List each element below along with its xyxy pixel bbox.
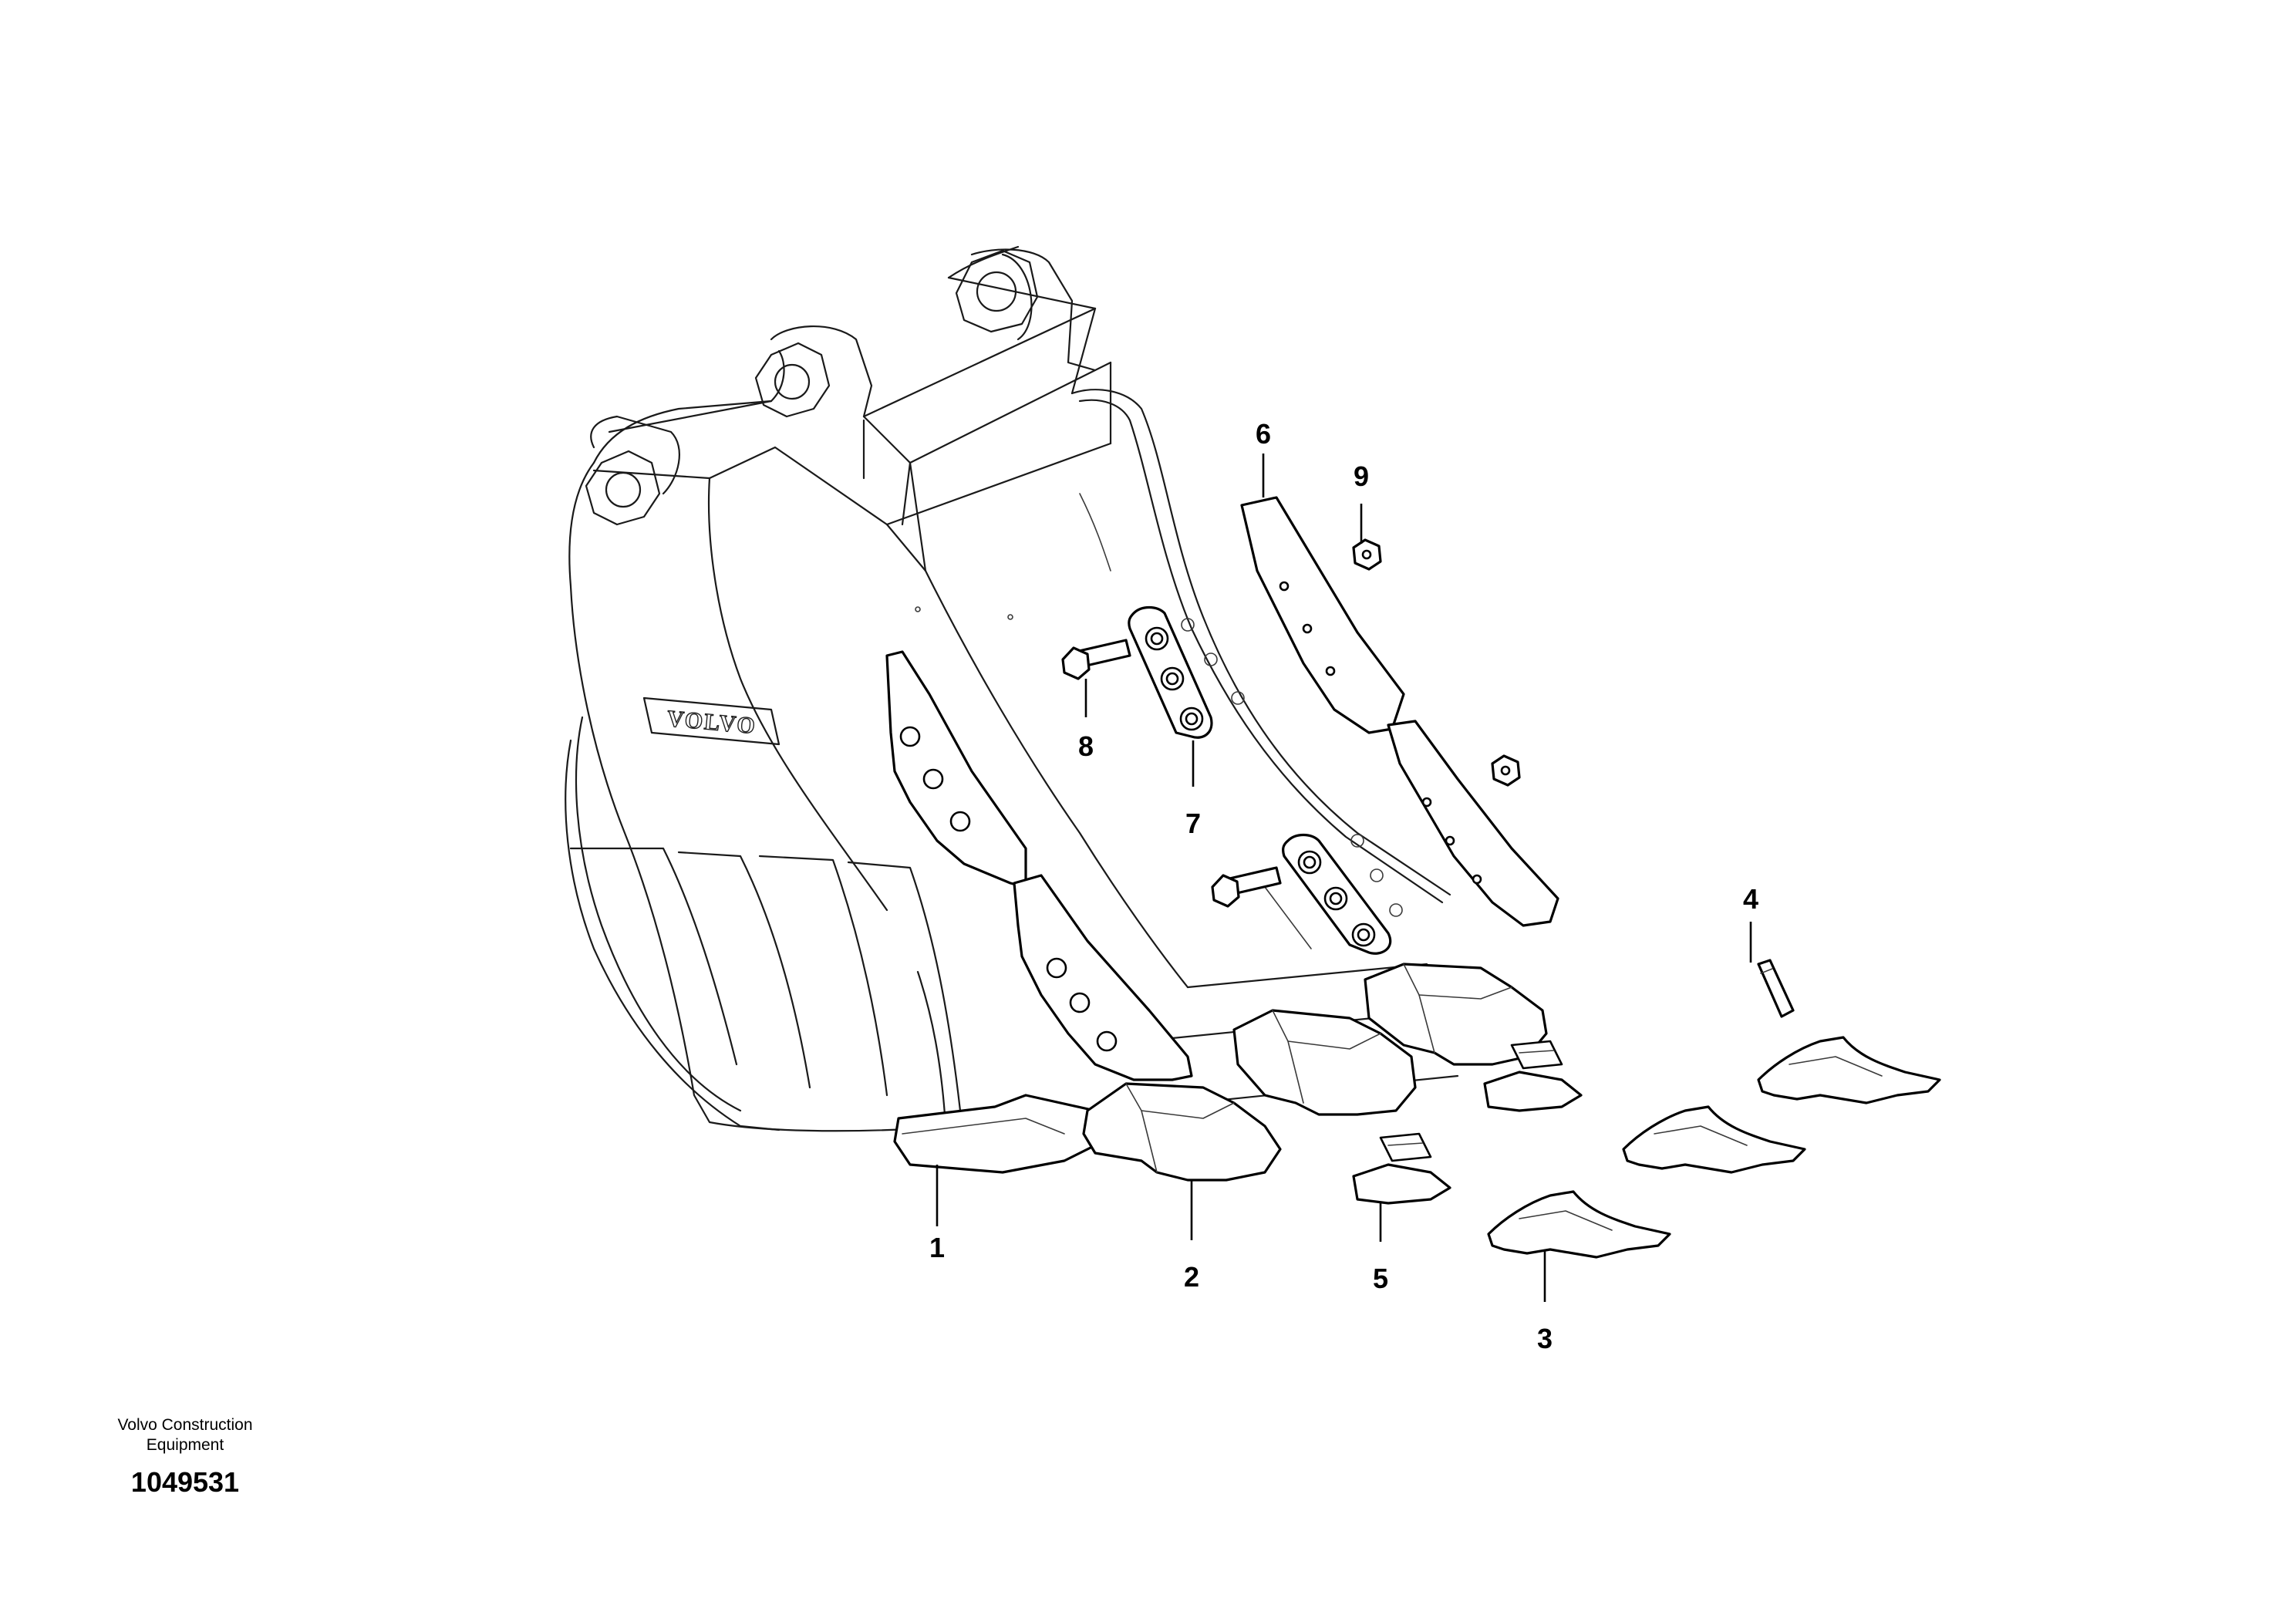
volvo-logo-text: VOLVO xyxy=(666,706,757,739)
callout-7: 7 xyxy=(1185,808,1201,839)
callout-6: 6 xyxy=(1256,418,1271,450)
tooth-tip-2 xyxy=(1622,1105,1806,1174)
bucket-body: VOLVO xyxy=(565,389,1459,1132)
side-cutter-right-upper xyxy=(1240,496,1405,734)
side-cutter-left-upper xyxy=(885,650,1027,889)
nut-lower xyxy=(1491,754,1521,787)
footer-company-line2: Equipment xyxy=(146,1436,224,1454)
tooth-adapter-2 xyxy=(1232,1009,1417,1116)
retainer-1 xyxy=(1352,1132,1451,1205)
footer-block: Volvo Construction Equipment 1049531 xyxy=(93,1415,278,1499)
callout-5: 5 xyxy=(1373,1263,1388,1294)
tooth-tip-3 xyxy=(1757,1036,1941,1104)
side-cutter-right-lower xyxy=(1387,720,1559,927)
adapter-plate-lower xyxy=(1282,833,1392,955)
tooth-tip-1 xyxy=(1487,1190,1671,1259)
callout-9: 9 xyxy=(1354,460,1369,492)
volvo-logo: VOLVO xyxy=(642,696,781,746)
leader-lines xyxy=(936,454,1752,1302)
bolt-lower xyxy=(1211,866,1282,908)
callout-3: 3 xyxy=(1537,1323,1553,1354)
callout-4: 4 xyxy=(1743,883,1758,915)
callout-8: 8 xyxy=(1078,730,1094,762)
adapter-plate-upper xyxy=(1128,605,1213,739)
nut-upper xyxy=(1352,538,1382,571)
callout-2: 2 xyxy=(1184,1261,1199,1293)
footer-company-line1: Volvo Construction xyxy=(117,1416,253,1434)
side-cutter-left-lower xyxy=(1013,874,1193,1081)
drawing-number: 1049531 xyxy=(130,1466,240,1498)
bolt-upper xyxy=(1061,639,1131,680)
retainer-2 xyxy=(1483,1040,1583,1112)
callouts: 1 2 3 4 5 6 7 8 9 xyxy=(929,418,1758,1354)
tooth-adapter-1 xyxy=(1082,1082,1282,1182)
tooth-pin xyxy=(1757,959,1795,1018)
corner-adapter xyxy=(893,1094,1104,1174)
callout-1: 1 xyxy=(929,1232,945,1263)
hinge-bracket xyxy=(585,245,1112,572)
